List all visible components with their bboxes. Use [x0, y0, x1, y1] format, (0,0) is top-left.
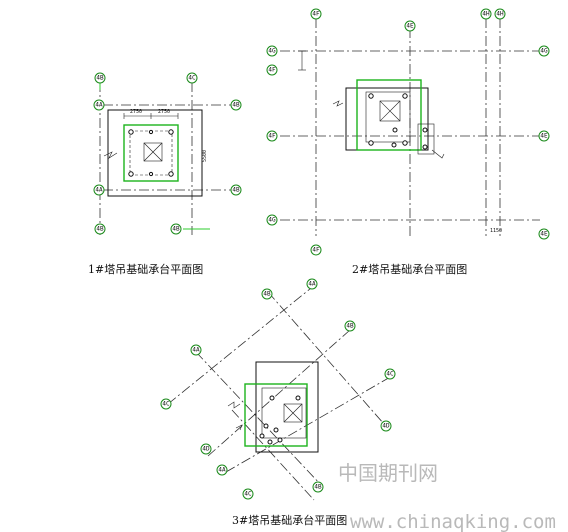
watermark-cn: 中国期刊网	[338, 461, 438, 485]
plan-2-axis-label: 4F	[268, 67, 276, 74]
plan-3-axis-label: 4B	[263, 291, 271, 298]
plan-3-axis-label: 4A	[192, 347, 200, 354]
plan-1: 2750 2750 5500 4B 4C 4A 4B 4A 4B 4B	[88, 72, 242, 276]
plan-3-axis-label: 4B	[346, 323, 354, 330]
plan-2-axis-label: 4E	[540, 133, 548, 140]
plan-1-axis-label: 4B	[232, 102, 240, 109]
plan-2-axis-label: 4H	[496, 11, 504, 18]
plan-3-axis-label: 4D	[202, 446, 210, 453]
plan-3: 4A 4A 4B 4B 4C 4C 4D 4D 4A 4B 4C 3#塔吊基础承…	[160, 278, 396, 527]
plan-1-title: 1#塔吊基础承台平面图	[88, 262, 203, 276]
plan-2-axis-label: 4H	[482, 11, 490, 18]
dim-1-b: 2750	[158, 109, 170, 115]
plan-2-title: 2#塔吊基础承台平面图	[352, 262, 467, 276]
plan-2-axis-label: 4F	[268, 133, 276, 140]
plan-1-axis-label: 4B	[232, 187, 240, 194]
plan-3-axis-label: 4A	[218, 467, 226, 474]
plan-2-axis-label: 4F	[312, 11, 320, 18]
plan-3-axis-label: 4C	[244, 491, 252, 498]
plan-3-axis-label: 4D	[382, 423, 390, 430]
dim-1-a: 2750	[130, 109, 142, 115]
plan-2: 1150 4F 4E 4H 4H 4G 4G 4F 4F	[266, 8, 550, 276]
watermark: 中国期刊网 www.chinaqking.com	[338, 461, 556, 532]
plan-1-axis-label: 4C	[188, 75, 196, 82]
dim-1-c: 5500	[202, 150, 208, 162]
dim-2-a: 1150	[490, 228, 502, 234]
plan-3-axis-label: 4C	[162, 401, 170, 408]
plan-3-axis-label: 4C	[386, 371, 394, 378]
plan-2-axis-label: 4G	[540, 48, 548, 55]
plan-1-axis-label: 4B	[172, 226, 180, 233]
watermark-en: www.chinaqking.com	[350, 511, 556, 532]
plan-1-axis-label: 4A	[95, 187, 103, 194]
plan-1-axis-label: 4B	[96, 226, 104, 233]
plan-1-axis-label: 4B	[96, 75, 104, 82]
plan-2-axis-label: 4G	[268, 48, 276, 55]
plan-2-axis-label: 4G	[268, 217, 276, 224]
plan-3-title: 3#塔吊基础承台平面图	[232, 513, 347, 527]
plan-3-axis-label: 4B	[314, 484, 322, 491]
plan-2-axis-label: 4E	[406, 23, 414, 30]
plan-2-axis-label: 4E	[540, 231, 548, 238]
plan-3-axis-label: 4A	[308, 281, 316, 288]
plan-2-axis-label: 4F	[312, 247, 320, 254]
plan-1-axis-label: 4A	[95, 102, 103, 109]
